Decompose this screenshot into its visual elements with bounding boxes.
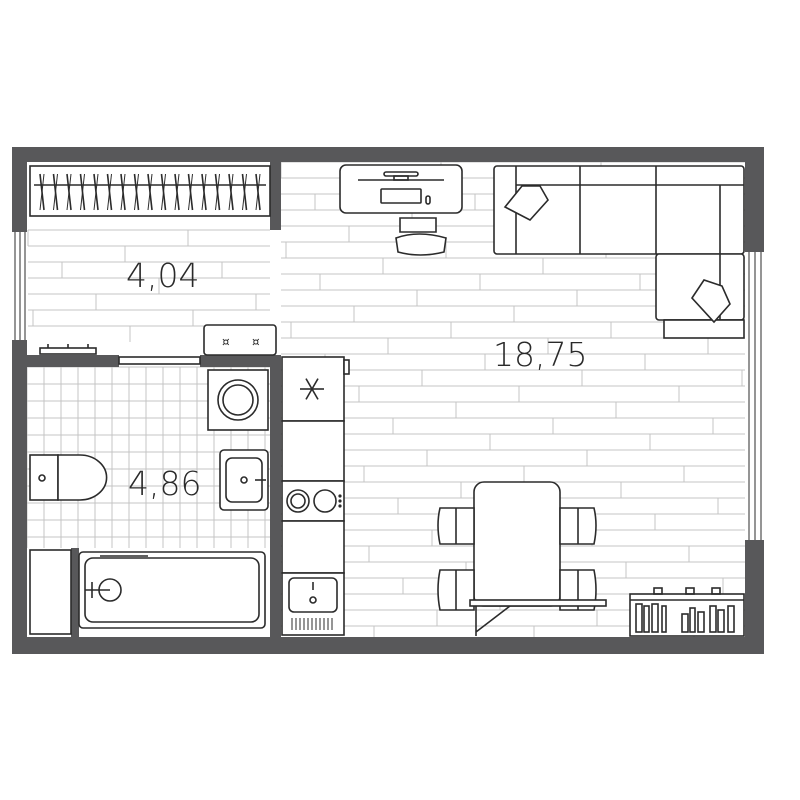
bathroom-area: 4,86: [128, 464, 201, 503]
fridge: [281, 356, 350, 422]
washing-machine: [207, 369, 269, 431]
bookshelf: [629, 587, 745, 637]
walls: [12, 147, 764, 654]
window-right: [748, 252, 762, 540]
toilet: [29, 454, 108, 501]
desk: [339, 164, 463, 214]
kitchen-counter: [281, 420, 345, 482]
bathroom-sink: [219, 449, 269, 511]
wardrobe: [29, 165, 271, 217]
cooktop: [281, 480, 345, 522]
office-chair: [395, 217, 447, 256]
svg-text:¤: ¤: [252, 335, 260, 349]
living-area: 18,75: [493, 335, 587, 374]
bathtub: [78, 551, 266, 629]
hall-cabinet: ¤ ¤: [203, 324, 277, 356]
kitchen-counter-2: [281, 520, 345, 574]
dining-table: [437, 481, 607, 636]
bath-cabinet: [29, 549, 72, 635]
svg-text:¤: ¤: [222, 335, 230, 349]
radiator: [39, 344, 97, 355]
window-left: [14, 232, 26, 340]
sofa: [493, 165, 745, 339]
hallway-area: 4,04: [126, 256, 199, 295]
bathroom-door: [118, 356, 201, 365]
kitchen-sink: [281, 572, 345, 636]
